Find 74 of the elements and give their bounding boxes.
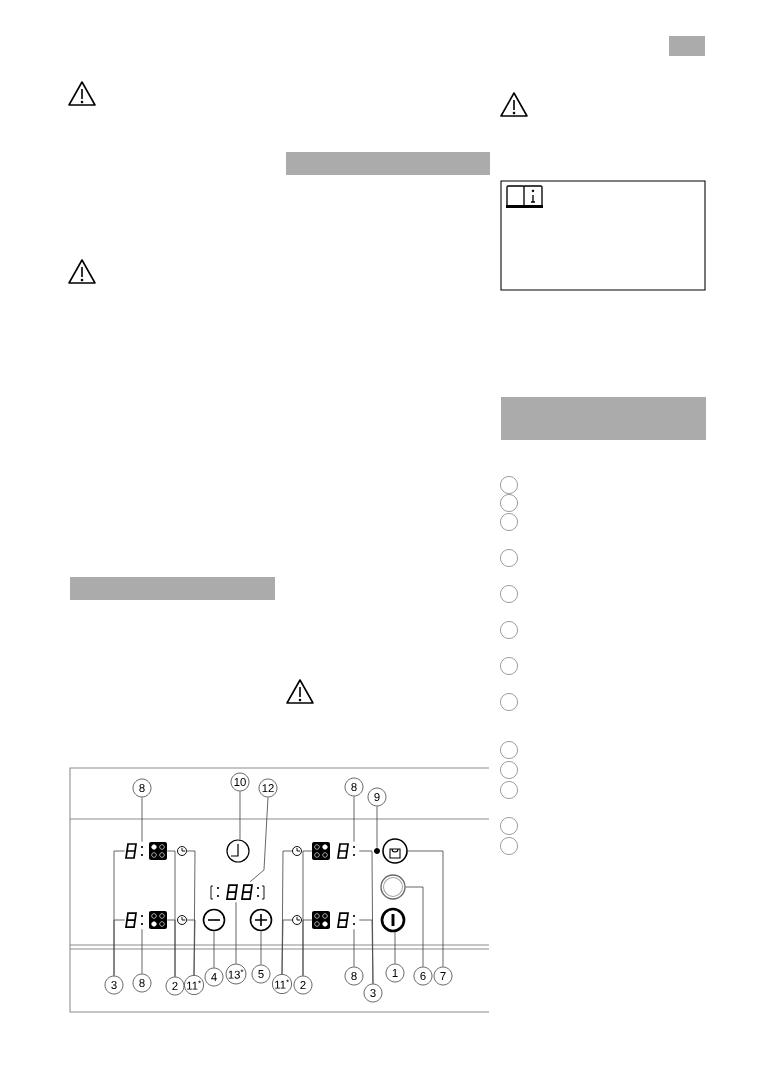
- power-button: [380, 907, 406, 933]
- callout-number: 2: [293, 975, 313, 995]
- leader-line: [353, 928, 355, 967]
- leader-line: [407, 850, 444, 967]
- timer-icon: [177, 915, 187, 925]
- digit-display: [337, 912, 355, 928]
- callout-number: 11$^{*}$: [272, 974, 292, 994]
- leader-line: [358, 919, 374, 984]
- heading-bar: [70, 577, 275, 600]
- leader-line: [141, 797, 143, 843]
- burner-icon: [312, 842, 330, 860]
- leader-line: [394, 931, 396, 964]
- leader-line: [213, 930, 215, 968]
- heading-bar: [286, 152, 490, 175]
- callout-number: 1: [385, 963, 405, 983]
- callout-circle: [500, 693, 518, 711]
- heading-bar: [501, 397, 706, 440]
- callout-number: 12: [258, 778, 278, 798]
- callout-number: 7: [433, 966, 453, 986]
- leader-line: [186, 919, 196, 976]
- callout-number: 13$^{*}$: [225, 963, 247, 985]
- burner-icon: [312, 911, 330, 929]
- leader-line: [281, 919, 293, 975]
- clock-button: [226, 839, 250, 863]
- leader-line: [141, 928, 143, 974]
- callout-circle: [500, 585, 518, 603]
- callout-number: 8: [344, 966, 364, 986]
- callout-circle: [500, 837, 518, 855]
- callout-circle: [500, 476, 518, 494]
- lock-button: [382, 838, 408, 864]
- callout-circle: [500, 761, 518, 779]
- timer-icon: [177, 846, 187, 856]
- burner-icon: [149, 911, 167, 929]
- timer-icon: [292, 846, 302, 856]
- callout-number: 3: [104, 975, 124, 995]
- plus-button: [249, 908, 273, 932]
- callout-circle: [500, 817, 518, 835]
- callout-circle: [500, 494, 518, 512]
- round-button: [380, 874, 406, 900]
- callout-number: 8: [344, 777, 364, 797]
- digit-display: [125, 912, 143, 928]
- callout-number: 2: [165, 976, 185, 996]
- leader-line: [302, 919, 313, 976]
- callout-number: 6: [413, 966, 433, 986]
- callout-circle: [500, 621, 518, 639]
- callout-number: 5: [251, 964, 271, 984]
- leader-line: [260, 930, 262, 965]
- leader-line: [353, 796, 355, 843]
- burner-icon: [149, 842, 167, 860]
- leader-line: [166, 919, 176, 977]
- leader-line: [249, 797, 269, 883]
- digit-display: [337, 843, 355, 859]
- callout-circle: [500, 513, 518, 531]
- callout-circle: [500, 781, 518, 799]
- leader-line: [405, 886, 424, 967]
- leader-line: [376, 806, 378, 849]
- callout-number: 8: [132, 778, 152, 798]
- timer-icon: [292, 915, 302, 925]
- callout-number: 3: [363, 983, 383, 1003]
- callout-number: 10: [230, 772, 250, 792]
- callout-number: 9: [367, 787, 387, 807]
- callout-circle: [500, 549, 518, 567]
- callout-circle: [500, 657, 518, 675]
- callout-circle: [500, 741, 518, 759]
- page-tab: [669, 36, 705, 56]
- callout-number: 4: [204, 967, 224, 987]
- digit-display: [125, 843, 143, 859]
- leader-line: [235, 901, 237, 965]
- time-display: [210, 884, 265, 900]
- leader-line: [113, 919, 126, 976]
- callout-number: 11$^{*}$: [184, 975, 204, 995]
- callout-number: 8: [132, 973, 152, 993]
- minus-button: [202, 908, 226, 932]
- leader-line: [239, 791, 241, 840]
